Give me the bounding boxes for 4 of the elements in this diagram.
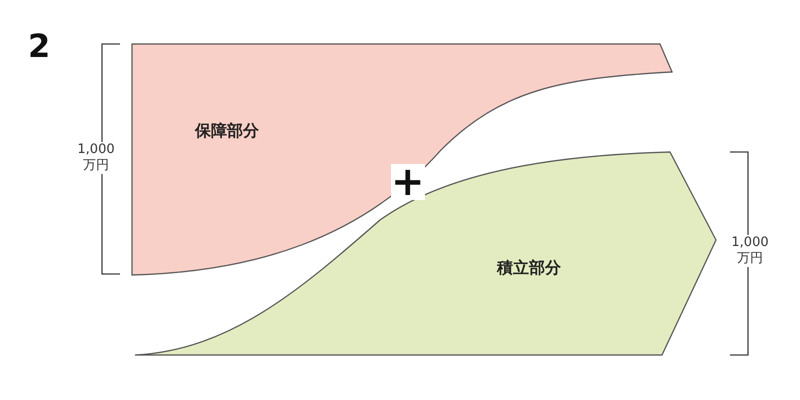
- figure-number: 2: [28, 28, 50, 64]
- plus-sign: +: [391, 164, 425, 200]
- region-label: 積立部分: [497, 258, 561, 279]
- region-label: 保障部分: [195, 121, 259, 142]
